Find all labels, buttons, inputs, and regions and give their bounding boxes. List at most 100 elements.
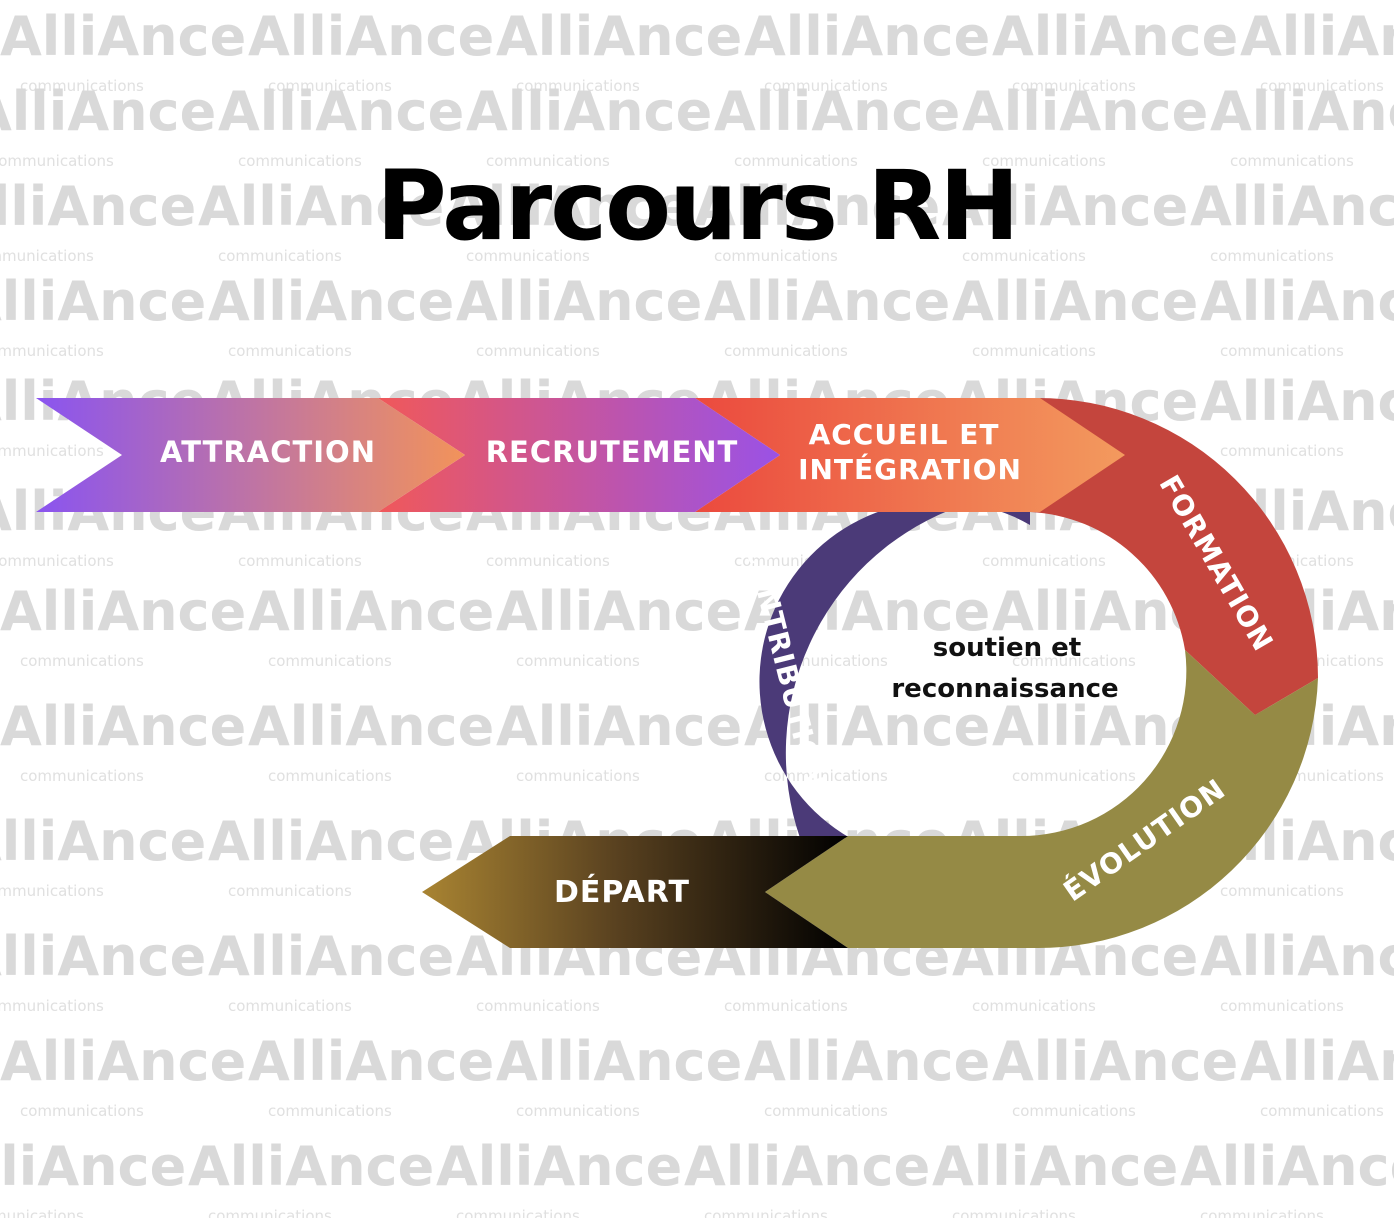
accueil-label-line1: ACCUEIL ET	[809, 418, 1000, 451]
watermark-word: AlliAnce	[744, 1030, 990, 1093]
watermark-tagline: communications	[20, 652, 144, 670]
watermark-word: AlliAnce	[446, 175, 692, 238]
watermark-tagline: communications	[486, 552, 610, 570]
watermark-word: AlliAnce	[0, 925, 206, 988]
watermark-tagline: communications	[268, 652, 392, 670]
watermark-word: AlliAnce	[0, 175, 196, 238]
attraction-label: ATTRACTION	[160, 435, 376, 469]
watermark-word: AlliAnce	[208, 810, 454, 873]
depart-arrow	[422, 836, 848, 948]
accueil-arrow	[695, 398, 1125, 512]
watermark-tagline: communications	[228, 882, 352, 900]
watermark-tagline: communications	[20, 767, 144, 785]
watermark-tagline: communications	[982, 552, 1106, 570]
watermark-word: AlliAnce	[1190, 175, 1394, 238]
watermark-word: AlliAnce	[1240, 5, 1394, 68]
watermark-tagline: communications	[0, 152, 114, 170]
watermark-tagline: communications	[516, 1102, 640, 1120]
watermark-word: AlliAnce	[248, 695, 494, 758]
watermark-word: AlliAnce	[992, 1030, 1238, 1093]
watermark-tagline: communications	[734, 152, 858, 170]
watermark-word: AlliAnce	[952, 270, 1198, 333]
diagram-title: Parcours RH	[376, 150, 1019, 262]
watermark-tagline: communications	[238, 152, 362, 170]
watermark-tagline: communications	[724, 342, 848, 360]
watermark-tagline: communications	[238, 552, 362, 570]
watermark-tagline: communications	[1260, 77, 1384, 95]
watermark-word: AlliAnce	[962, 80, 1208, 143]
watermark-tagline: communications	[0, 247, 94, 265]
watermark-tagline: communications	[476, 342, 600, 360]
watermark-tagline: communications	[208, 1207, 332, 1218]
watermark-word: AlliAnce	[248, 580, 494, 643]
watermark-tagline: communications	[1220, 342, 1344, 360]
contribution-segment	[759, 500, 1030, 838]
watermark-tagline: communications	[982, 152, 1106, 170]
watermark-word: AlliAnce	[496, 5, 742, 68]
watermark-word: AlliAnce	[0, 1135, 186, 1198]
watermark-tagline: communications	[218, 247, 342, 265]
watermark-tagline: communications	[972, 997, 1096, 1015]
watermark-word: AlliAnce	[0, 80, 216, 143]
watermark-tagline: communications	[1210, 247, 1334, 265]
watermark-word: AlliAnce	[208, 925, 454, 988]
watermark-tagline: communications	[764, 1102, 888, 1120]
watermark-word: AlliAnce	[744, 5, 990, 68]
watermark-tagline: communications	[1012, 1102, 1136, 1120]
watermark-tagline: communications	[476, 997, 600, 1015]
watermark-word: AlliAnce	[684, 1135, 930, 1198]
watermark-word: AlliAnce	[208, 270, 454, 333]
watermark-tagline: communications	[268, 1102, 392, 1120]
watermark-word: AlliAnce	[198, 175, 444, 238]
watermark-tagline: communications	[0, 552, 114, 570]
watermark-tagline: communications	[972, 342, 1096, 360]
watermark-word: AlliAnce	[456, 270, 702, 333]
watermark-word: AlliAnce	[0, 270, 206, 333]
watermark-tagline: communications	[0, 1207, 84, 1218]
watermark-tagline: communications	[20, 77, 144, 95]
watermark-tagline: communications	[0, 997, 104, 1015]
watermark-tagline: communications	[1260, 1102, 1384, 1120]
watermark-tagline: communications	[764, 77, 888, 95]
watermark-word: AlliAnce	[932, 1135, 1178, 1198]
accueil-label-line2: INTÉGRATION	[798, 452, 1022, 486]
watermark-word: AlliAnce	[1210, 80, 1394, 143]
watermark-word: AlliAnce	[0, 695, 246, 758]
watermark-tagline: communications	[228, 997, 352, 1015]
center-text-line2: reconnaissance	[891, 674, 1118, 704]
watermark-word: AlliAnce	[0, 5, 246, 68]
watermark-word: AlliAnce	[694, 175, 940, 238]
watermark-tagline: communications	[1012, 652, 1136, 670]
watermark-tagline: communications	[0, 342, 104, 360]
watermark-tagline: communications	[466, 247, 590, 265]
watermark-tagline: communications	[1200, 1207, 1324, 1218]
watermark-tagline: communications	[1220, 882, 1344, 900]
watermark-tagline: communications	[1012, 77, 1136, 95]
recrutement-arrow	[378, 398, 780, 512]
watermark-word: AlliAnce	[496, 580, 742, 643]
watermark-word: AlliAnce	[704, 270, 950, 333]
formation-segment	[1030, 397, 1318, 715]
watermark-tagline: communications	[952, 1207, 1076, 1218]
watermark-tagline: communications	[714, 247, 838, 265]
watermark-word: AlliAnce	[0, 810, 206, 873]
watermark-word: AlliAnce	[496, 1030, 742, 1093]
watermark-word: AlliAnce	[218, 80, 464, 143]
watermark-word: AlliAnce	[0, 1030, 246, 1093]
watermark-tagline: communications	[0, 882, 104, 900]
watermark-word: AlliAnce	[496, 695, 742, 758]
watermark-tagline: communications	[516, 77, 640, 95]
watermark-word: AlliAnce	[992, 5, 1238, 68]
watermark-tagline: communications	[1220, 997, 1344, 1015]
watermark-tagline: communications	[268, 77, 392, 95]
attraction-arrow	[36, 398, 465, 512]
recrutement-label: RECRUTEMENT	[486, 435, 739, 469]
watermark-word: AlliAnce	[188, 1135, 434, 1198]
watermark-tagline: communications	[0, 442, 104, 460]
watermark-word: AlliAnce	[248, 1030, 494, 1093]
watermark-tagline: communications	[268, 767, 392, 785]
depart-label: DÉPART	[554, 874, 690, 910]
center-text-line1: soutien et	[933, 633, 1081, 663]
watermark-word: AlliAnce	[0, 580, 246, 643]
